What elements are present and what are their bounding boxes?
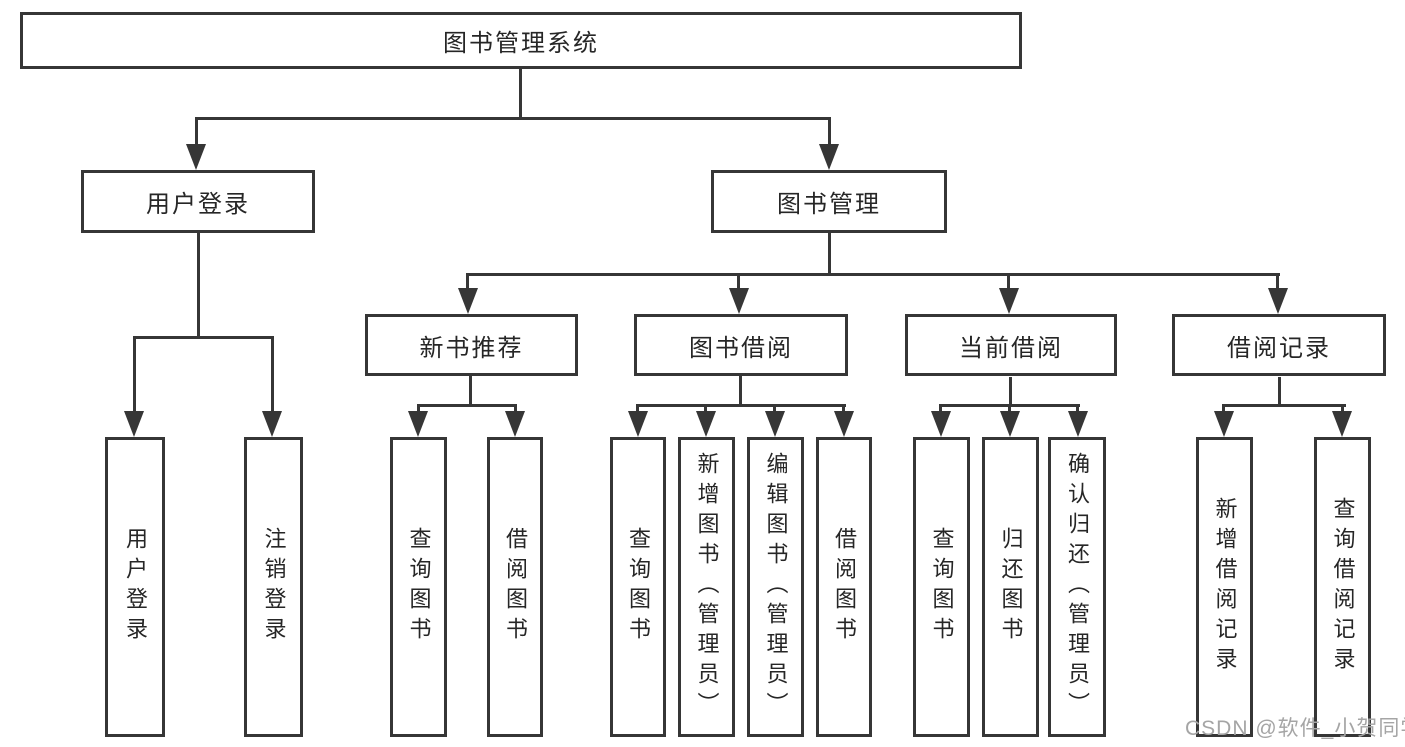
arrow-down-icon (931, 411, 951, 437)
connector-line (195, 117, 831, 120)
watermark: CSDN @软件_小贺同学 (1185, 717, 1405, 740)
connector-line (1008, 404, 1011, 413)
connector-line (636, 404, 639, 413)
leaf-query-books-current: 查询图书 (913, 437, 970, 737)
arrow-down-icon (124, 411, 144, 437)
connector-line (704, 404, 707, 413)
leaf-label: 编辑图书（管理员） (763, 452, 789, 722)
arrow-down-icon (628, 411, 648, 437)
connector-line (1009, 377, 1012, 407)
leaf-query-borrow-record: 查询借阅记录 (1314, 437, 1371, 737)
arrow-down-icon (819, 144, 839, 170)
leaf-user-login: 用户登录 (105, 437, 165, 737)
arrow-down-icon (262, 411, 282, 437)
connector-line (195, 117, 198, 147)
arrow-down-icon (1268, 288, 1288, 314)
node-new-book-recommend: 新书推荐 (365, 314, 578, 376)
connector-line (519, 67, 522, 119)
leaf-confirm-return-admin: 确认归还（管理员） (1048, 437, 1106, 737)
leaf-label: 新增借阅记录 (1212, 497, 1238, 677)
node-root: 图书管理系统 (20, 12, 1022, 69)
connector-line (828, 117, 831, 147)
connector-line (514, 404, 517, 413)
node-current-borrowing: 当前借阅 (905, 314, 1117, 376)
arrow-down-icon (408, 411, 428, 437)
connector-line (739, 375, 742, 407)
connector-line (417, 404, 517, 407)
connector-line (469, 375, 472, 407)
leaf-label: 新增图书（管理员） (694, 452, 720, 722)
leaf-edit-book-admin: 编辑图书（管理员） (747, 437, 804, 737)
arrow-down-icon (1000, 411, 1020, 437)
leaf-query-books-recommend: 查询图书 (390, 437, 447, 737)
connector-line (133, 336, 274, 339)
arrow-down-icon (458, 288, 478, 314)
leaf-label: 查询图书 (626, 527, 651, 647)
connector-line (1223, 404, 1346, 407)
connector-line (1341, 404, 1344, 413)
leaf-borrow-books-borrowing: 借阅图书 (816, 437, 872, 737)
arrow-down-icon (834, 411, 854, 437)
connector-line (466, 273, 469, 290)
connector-line (417, 404, 420, 413)
arrow-down-icon (729, 288, 749, 314)
leaf-add-borrow-record: 新增借阅记录 (1196, 437, 1253, 737)
arrow-down-icon (1214, 411, 1234, 437)
arrow-down-icon (505, 411, 525, 437)
node-borrowing-records: 借阅记录 (1172, 314, 1386, 376)
leaf-label: 借阅图书 (832, 527, 857, 647)
connector-line (637, 404, 846, 407)
leaf-label: 注销登录 (261, 527, 287, 647)
leaf-return-books: 归还图书 (982, 437, 1039, 737)
node-book-borrowing: 图书借阅 (634, 314, 848, 376)
arrow-down-icon (186, 144, 206, 170)
arrow-down-icon (765, 411, 785, 437)
leaf-label: 用户登录 (123, 527, 148, 647)
leaf-query-books-borrowing: 查询图书 (610, 437, 666, 737)
arrow-down-icon (999, 288, 1019, 314)
connector-line (737, 273, 740, 290)
connector-line (842, 404, 845, 413)
leaf-logout: 注销登录 (244, 437, 303, 737)
connector-line (271, 336, 274, 413)
leaf-label: 确认归还（管理员） (1065, 452, 1090, 722)
arrow-down-icon (1332, 411, 1352, 437)
connector-line (466, 273, 1280, 276)
connector-line (1007, 273, 1010, 290)
leaf-label: 借阅图书 (503, 527, 528, 647)
connector-line (939, 404, 942, 413)
connector-line (1076, 404, 1079, 413)
arrow-down-icon (696, 411, 716, 437)
connector-line (133, 336, 136, 413)
connector-line (1276, 273, 1279, 290)
connector-line (828, 231, 831, 276)
connector-line (1278, 377, 1281, 407)
arrow-down-icon (1068, 411, 1088, 437)
leaf-label: 查询借阅记录 (1330, 497, 1356, 677)
connector-line (1222, 404, 1225, 413)
leaf-add-book-admin: 新增图书（管理员） (678, 437, 735, 737)
leaf-label: 查询图书 (929, 527, 955, 647)
leaf-label: 归还图书 (998, 527, 1024, 647)
node-user-login: 用户登录 (81, 170, 315, 233)
leaf-label: 查询图书 (406, 527, 432, 647)
leaf-borrow-books-recommend: 借阅图书 (487, 437, 543, 737)
node-book-management: 图书管理 (711, 170, 947, 233)
connector-line (197, 231, 200, 338)
connector-line (773, 404, 776, 413)
